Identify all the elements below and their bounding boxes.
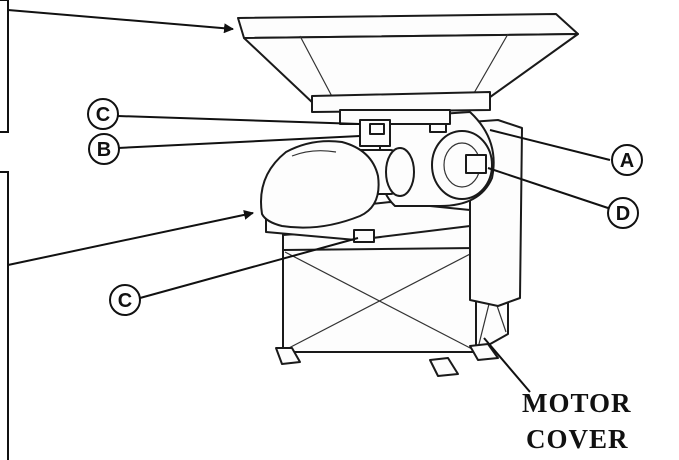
leader-motor-cover xyxy=(483,337,531,393)
label-b: B xyxy=(88,133,120,165)
leader-a xyxy=(489,129,611,161)
callout-box-top xyxy=(0,0,9,133)
svg-text:B: B xyxy=(97,139,111,161)
svg-text:A: A xyxy=(620,150,634,172)
leader-c-bottom xyxy=(139,237,359,299)
svg-text:C: C xyxy=(96,104,110,126)
arrow-to-hopper xyxy=(7,9,234,34)
hopper xyxy=(237,13,579,125)
caption-line-2: COVER xyxy=(526,424,629,454)
label-d: D xyxy=(607,197,639,229)
label-c-bottom: C xyxy=(109,284,141,316)
label-a: A xyxy=(611,144,643,176)
svg-text:D: D xyxy=(616,203,630,225)
callout-box-bottom xyxy=(0,171,9,460)
label-c-top: C xyxy=(87,98,119,130)
leader-c-top xyxy=(117,115,361,125)
belt-guard xyxy=(260,140,380,229)
adjuster-block xyxy=(353,229,375,243)
arrow-to-belt-guard xyxy=(7,209,254,266)
leader-b xyxy=(117,135,361,149)
svg-text:C: C xyxy=(118,290,132,312)
leader-d xyxy=(487,167,609,209)
caption-line-1: MOTOR xyxy=(522,388,632,418)
